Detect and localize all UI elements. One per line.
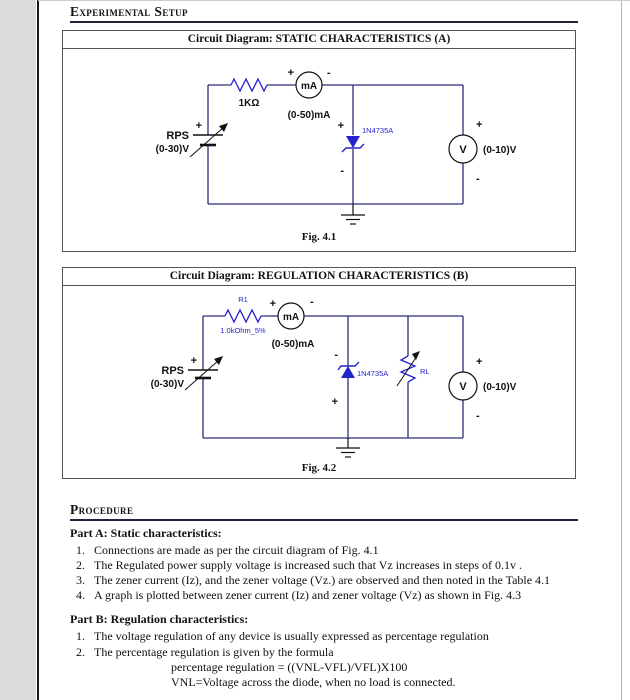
circuit-diagram-static: 1KΩ RPS (0-30)V + mA + - (0-50)mA	[156, 67, 517, 225]
rps-source-symbol	[189, 123, 228, 158]
list-item-number: 4.	[76, 588, 85, 603]
page-right-border	[621, 0, 622, 700]
figure-a-caption: Fig. 4.1	[301, 231, 337, 243]
list-item-text: The voltage regulation of any device is …	[94, 629, 489, 644]
list-item-number: 1.	[76, 629, 85, 644]
zener-plus-sign: +	[338, 120, 344, 132]
source-range-label: (0-30)V	[151, 379, 185, 390]
ammeter-label: mA	[283, 312, 299, 323]
figure-box-regulation: Circuit Diagram: REGULATION CHARACTERIST…	[62, 267, 576, 479]
rps-source-symbol	[184, 356, 223, 391]
part-b-list: 1. The voltage regulation of any device …	[70, 629, 578, 690]
heading-rule-2	[70, 519, 578, 521]
list-item: 1. Connections are made as per the circu…	[76, 543, 578, 558]
list-item-text: Connections are made as per the circuit …	[94, 543, 379, 557]
part-b-title: Part B: Regulation characteristics:	[70, 612, 249, 627]
list-item-text: A graph is plotted between zener current…	[94, 588, 522, 603]
list-item-number: 2.	[76, 558, 85, 573]
voltmeter-label: V	[459, 144, 467, 156]
wires	[202, 315, 464, 439]
load-ref-label: RL	[420, 367, 430, 376]
ammeter-minus-sign: -	[327, 67, 331, 79]
ammeter-minus-sign: -	[310, 296, 314, 308]
section-heading-procedure: Procedure	[70, 502, 134, 517]
source-plus-sign: +	[196, 120, 202, 132]
figure-box-static: Circuit Diagram: STATIC CHARACTERISTICS …	[62, 30, 576, 252]
circuit-diagram-regulation: R1 1.0kOhm_5% RPS (0-30)V + mA + - (0-50…	[151, 295, 517, 458]
list-item-number: 3.	[76, 573, 85, 588]
resistor-value-label: 1.0kOhm_5%	[220, 326, 266, 335]
voltmeter-range-label: (0-10)V	[483, 145, 517, 156]
voltmeter-minus-sign: -	[476, 173, 480, 185]
ammeter: mA	[295, 71, 323, 99]
list-item: 2. The Regulated power supply voltage is…	[76, 558, 578, 573]
list-item: 1. The voltage regulation of any device …	[76, 629, 578, 644]
load-resistor-symbol	[396, 351, 420, 387]
figure-b-caption: Fig. 4.2	[301, 462, 337, 474]
zener-minus-sign: -	[340, 165, 344, 177]
zener-diode-symbol	[341, 136, 365, 153]
series-resistor-symbol	[224, 308, 262, 324]
voltmeter: V	[448, 371, 478, 401]
list-item-number: 1.	[76, 543, 85, 557]
page-top-border	[38, 0, 630, 1]
source-name-label: RPS	[166, 130, 189, 142]
ground-symbol	[341, 204, 365, 225]
source-range-label: (0-30)V	[156, 144, 190, 155]
source-plus-sign: +	[191, 355, 197, 367]
wires	[207, 84, 464, 205]
ammeter-plus-sign: +	[270, 298, 276, 310]
ammeter-range-label: (0-50)mA	[288, 110, 331, 121]
page-margin	[0, 0, 36, 700]
voltmeter-label: V	[459, 381, 467, 393]
voltmeter-range-label: (0-10)V	[483, 382, 517, 393]
section-heading-experimental-setup: Experimental Setup	[70, 4, 188, 19]
variable-arrow-icon	[412, 351, 420, 360]
voltmeter-plus-sign: +	[476, 356, 482, 368]
resistor-ref-label: R1	[238, 295, 248, 304]
list-item-text: The zener current (Iz), and the zener vo…	[94, 573, 551, 588]
ammeter-plus-sign: +	[288, 67, 294, 79]
zener-plus-sign: +	[332, 396, 338, 408]
voltmeter-minus-sign: -	[476, 410, 480, 422]
figure-a-title: Circuit Diagram: STATIC CHARACTERISTICS …	[63, 31, 575, 49]
figure-b-title: Circuit Diagram: REGULATION CHARACTERIST…	[63, 268, 575, 286]
procedure-section: Part A: Static characteristics: 1. Conne…	[70, 526, 578, 694]
regulation-formula-note: VNL=Voltage across the diode, when no lo…	[171, 675, 456, 690]
zener-part-label: 1N4735A	[357, 369, 388, 378]
zener-minus-sign: -	[334, 349, 338, 361]
list-item-text: The percentage regulation is given by th…	[94, 644, 334, 659]
source-name-label: RPS	[161, 365, 184, 377]
variable-arrow-icon	[219, 123, 228, 132]
voltmeter: V	[448, 134, 478, 164]
part-a-list: 1. Connections are made as per the circu…	[70, 543, 578, 603]
list-item: 3. The zener current (Iz), and the zener…	[76, 573, 578, 588]
heading-rule-1	[70, 21, 578, 23]
ammeter-label: mA	[301, 81, 317, 92]
ground-symbol	[336, 438, 360, 458]
regulation-formula: percentage regulation = ((VNL-VFL)/VFL)X…	[171, 659, 408, 674]
list-item: 2. The percentage regulation is given by…	[76, 645, 578, 660]
zener-diode-symbol	[337, 361, 360, 378]
list-item-text: The Regulated power supply voltage is in…	[94, 558, 522, 573]
zener-part-label: 1N4735A	[362, 126, 393, 135]
voltmeter-plus-sign: +	[476, 119, 482, 131]
list-item: 4. A graph is plotted between zener curr…	[76, 588, 578, 603]
list-item-number: 2.	[76, 644, 85, 659]
page-left-border	[37, 0, 39, 700]
series-resistor-symbol	[230, 77, 268, 93]
ammeter: mA	[277, 302, 305, 330]
resistor-value-label: 1KΩ	[239, 98, 260, 109]
variable-arrow-icon	[214, 356, 223, 365]
part-a-title: Part A: Static characteristics:	[70, 526, 222, 540]
ammeter-range-label: (0-50)mA	[272, 339, 315, 350]
